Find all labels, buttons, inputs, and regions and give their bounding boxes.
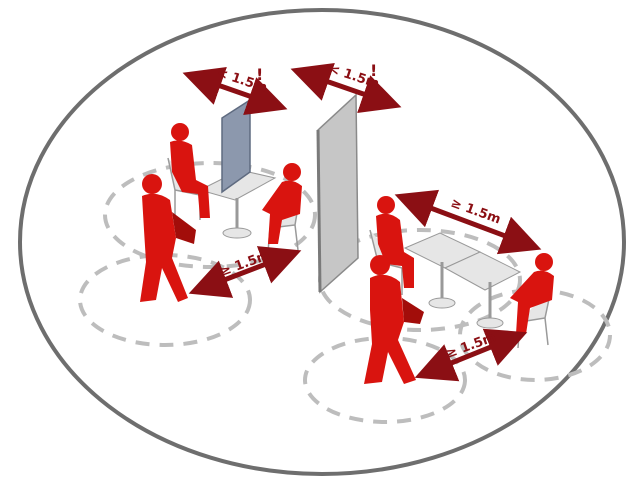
right-table-top-2 — [443, 251, 522, 291]
warning-mark-panel: ! — [370, 61, 377, 80]
person-seated-left-back — [170, 123, 210, 218]
divider-panel-edge — [316, 129, 322, 293]
person-seated-left-front — [262, 163, 302, 244]
people — [140, 123, 554, 384]
left-table-group — [198, 98, 277, 239]
person-seated-right-front — [510, 253, 554, 334]
warning-mark-screen: ! — [256, 65, 263, 84]
right-table-base-1 — [428, 297, 456, 309]
arrow-screen-gap — [182, 66, 288, 116]
right-table-base-2 — [476, 317, 504, 329]
divider-panel-group — [316, 93, 359, 294]
divider-panel — [317, 93, 359, 294]
ring-right-seat-2 — [458, 288, 612, 382]
dimension-arrows — [182, 62, 542, 382]
arrow-panel-gap — [290, 62, 402, 114]
left-table-base — [222, 227, 252, 239]
person-walking-left — [140, 174, 196, 302]
person-walking-right — [364, 255, 424, 384]
arrow-walker-left-gap — [188, 246, 302, 298]
arrow-walker-right-gap — [414, 328, 528, 382]
arrow-table-gap — [394, 189, 542, 255]
